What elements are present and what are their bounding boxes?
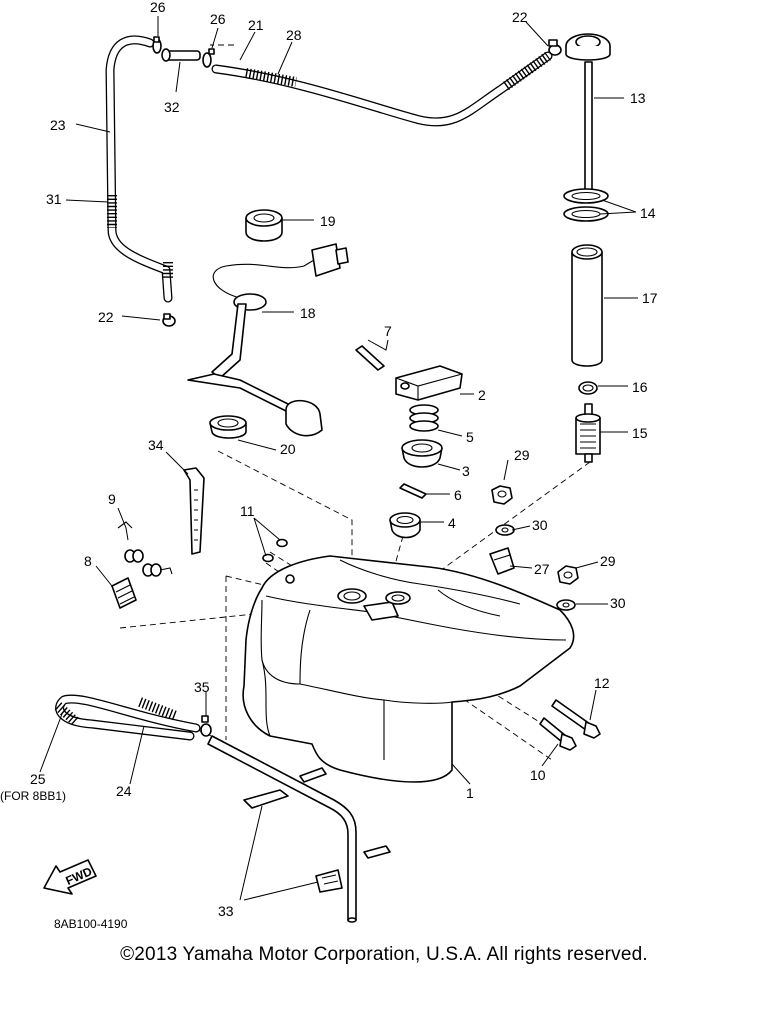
callout-18: 18 <box>300 305 316 321</box>
callout-32: 32 <box>164 99 180 115</box>
callout-29b: 29 <box>600 553 616 569</box>
callout-28: 28 <box>286 27 302 43</box>
callout-20: 20 <box>280 441 296 457</box>
callout-33: 33 <box>218 903 234 919</box>
callout-5: 5 <box>466 429 474 445</box>
callouts: 1 2 3 4 5 6 7 8 9 10 11 12 13 14 15 16 1… <box>0 0 658 931</box>
callout-11: 11 <box>240 503 255 519</box>
gasket-20 <box>209 415 247 439</box>
callout-7: 7 <box>384 323 392 339</box>
grommet-19 <box>245 209 283 242</box>
callout-9: 9 <box>108 491 116 507</box>
callout-6: 6 <box>454 487 462 503</box>
breather-pipe <box>207 735 357 923</box>
callout-10: 10 <box>530 767 546 783</box>
holder-27 <box>489 547 515 575</box>
band-33 <box>243 767 391 893</box>
note-for-8bb1: (FOR 8BB1) <box>0 789 66 803</box>
callout-23: 23 <box>50 117 66 133</box>
callout-26a: 26 <box>150 0 166 15</box>
hose-23 <box>105 35 173 303</box>
callout-4: 4 <box>448 515 456 531</box>
filter-15 <box>575 403 601 463</box>
callout-16: 16 <box>632 379 648 395</box>
pipe-13 <box>565 33 611 191</box>
hose-24 <box>54 694 201 741</box>
cushion-8 <box>111 577 137 609</box>
bolt-10 <box>539 717 577 751</box>
pin-7 <box>355 345 385 371</box>
nut-29-right <box>557 565 579 585</box>
callout-24: 24 <box>116 783 132 799</box>
callout-17: 17 <box>642 290 658 306</box>
callout-19: 19 <box>320 213 336 229</box>
clamp-16 <box>578 381 598 395</box>
clamp-26-right <box>202 48 215 68</box>
pin-6 <box>399 483 427 499</box>
bolt-12 <box>551 699 601 739</box>
callout-12: 12 <box>594 675 610 691</box>
washer-30-right <box>556 599 576 611</box>
fuel-tank-1 <box>242 555 575 783</box>
callout-25: 25 <box>30 771 46 787</box>
callout-1: 1 <box>466 785 474 801</box>
callout-22b: 22 <box>98 309 114 325</box>
callout-15: 15 <box>632 425 648 441</box>
gasket-14 <box>563 188 609 222</box>
clamp-26-left <box>152 36 162 54</box>
nut-29-top <box>491 485 513 505</box>
callout-8: 8 <box>84 553 92 569</box>
fwd-arrow-icon: FWD <box>43 859 97 895</box>
spring-5 <box>409 404 439 432</box>
vent-hose-21 <box>211 51 553 127</box>
band-34 <box>183 467 205 555</box>
sender-18 <box>187 243 349 437</box>
tube-17 <box>571 244 603 367</box>
washer-30-top <box>495 524 515 536</box>
callout-31: 31 <box>46 191 62 207</box>
clamp-22-top <box>548 39 562 56</box>
figure-code: 8AB100-4190 <box>54 917 128 931</box>
fwd-label: FWD <box>63 864 94 888</box>
leader-lines <box>39 16 638 901</box>
callout-21: 21 <box>248 17 264 33</box>
grommet-4 <box>389 512 421 539</box>
clamp-35 <box>200 715 212 737</box>
callout-3: 3 <box>462 463 470 479</box>
callout-30a: 30 <box>532 517 548 533</box>
callout-30b: 30 <box>610 595 626 611</box>
callout-14: 14 <box>640 205 656 221</box>
callout-27: 27 <box>534 561 550 577</box>
bracket-2 <box>395 365 463 401</box>
damper-3 <box>401 439 443 468</box>
callout-13: 13 <box>630 90 646 106</box>
callout-35: 35 <box>194 679 210 695</box>
callout-2: 2 <box>478 387 486 403</box>
copyright-notice: ©2013 Yamaha Motor Corporation, U.S.A. A… <box>120 944 648 965</box>
callout-26b: 26 <box>210 11 226 27</box>
joint-32 <box>161 48 201 62</box>
callout-34: 34 <box>148 437 164 453</box>
callout-22a: 22 <box>512 9 528 25</box>
clamp-22-left <box>162 313 176 327</box>
spring-9 <box>117 521 173 577</box>
callout-29a: 29 <box>514 447 530 463</box>
